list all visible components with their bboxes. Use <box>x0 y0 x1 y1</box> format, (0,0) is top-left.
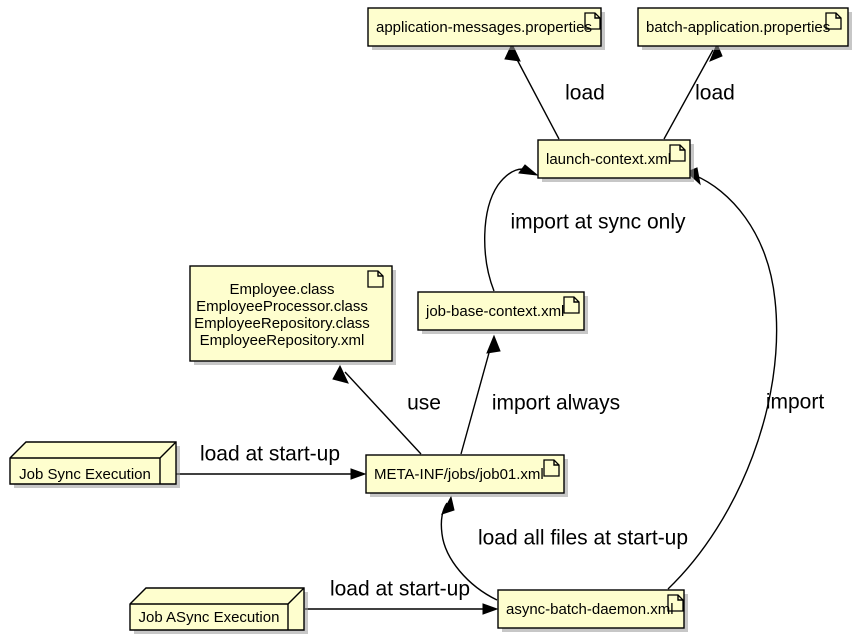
edge-line <box>344 371 422 455</box>
edge-launch-to-application-messages <box>504 42 560 140</box>
document-icon <box>543 459 560 477</box>
edge-job01-to-employee-classes <box>332 364 422 455</box>
edge-line <box>460 341 493 455</box>
node-label: async-batch-daemon.xml <box>506 601 674 618</box>
edge-label-layer: load load import at sync only use import… <box>200 82 824 601</box>
node-label-line-2: EmployeeProcessor.class <box>196 298 368 315</box>
node-async-batch-daemon[interactable]: async-batch-daemon.xml <box>497 589 688 632</box>
arrowhead-icon <box>504 42 521 62</box>
arrowhead-icon <box>518 164 539 176</box>
node3d-outline <box>9 441 177 485</box>
arrowhead-icon <box>350 468 367 480</box>
document-icon-fold <box>573 297 579 303</box>
edge-label-import-at-sync-only: import at sync only <box>510 211 686 234</box>
edge-label-load-at-start-up-async: load at start-up <box>330 578 470 601</box>
artifact-body <box>189 265 393 362</box>
edge-label-load-all-files-at-start-up: load all files at start-up <box>478 527 688 550</box>
document-icon <box>669 144 686 162</box>
edge-job-async-to-async-daemon <box>305 603 499 615</box>
edge-async-daemon-to-job01 <box>440 495 498 601</box>
node-label-line-1: Employee.class <box>229 281 334 298</box>
arrowhead-icon <box>440 495 455 515</box>
edge-label-import-always: import always <box>492 392 620 415</box>
node-meta-inf-job01[interactable]: META-INF/jobs/job01.xml <box>365 454 568 497</box>
artifact-body <box>365 454 565 494</box>
edge-job01-to-job-base <box>460 334 501 455</box>
node-launch-context[interactable]: launch-context.xml <box>537 139 694 182</box>
node-label: Job ASync Execution <box>139 609 280 626</box>
node-employee-classes[interactable]: Employee.class EmployeeProcessor.class E… <box>189 265 396 365</box>
edge-label-load-application-messages: load <box>565 82 605 105</box>
artifact-body <box>497 589 685 629</box>
node-label: META-INF/jobs/job01.xml <box>374 466 544 483</box>
arrowhead-icon <box>486 334 501 354</box>
arrowhead-icon <box>482 603 499 615</box>
node3d-outline <box>129 587 305 631</box>
document-icon <box>825 12 842 30</box>
document-icon-fold <box>679 145 685 151</box>
edge-line <box>511 49 560 140</box>
artifact-body <box>537 139 691 179</box>
node-label: Job Sync Execution <box>19 466 151 483</box>
edge-label-import: import <box>766 391 825 414</box>
node-label-line-3: EmployeeRepository.class <box>194 315 370 332</box>
document-icon <box>367 270 384 288</box>
document-icon-fold <box>835 13 841 19</box>
node-job-base-context[interactable]: job-base-context.xml <box>417 291 588 334</box>
artifact-body <box>367 7 602 47</box>
node-application-messages[interactable]: application-messages.properties <box>367 7 605 50</box>
node-label: batch-application.properties <box>646 19 830 36</box>
edge-job-sync-to-job01 <box>176 468 367 480</box>
document-icon-fold <box>677 595 683 601</box>
artifact-body <box>417 291 585 331</box>
arrowhead-icon <box>332 364 349 384</box>
edge-line <box>484 168 532 292</box>
edge-line <box>667 174 778 590</box>
document-icon <box>563 296 580 314</box>
document-icon-fold <box>594 13 600 19</box>
edge-label-load-at-start-up-sync: load at start-up <box>200 443 340 466</box>
node-label: job-base-context.xml <box>425 303 564 320</box>
node-label-line-4: EmployeeRepository.xml <box>200 332 365 349</box>
document-icon <box>584 12 601 30</box>
document-icon-fold <box>377 271 383 277</box>
edge-label-load-batch-application: load <box>695 82 735 105</box>
artifact-body <box>637 7 849 47</box>
document-icon-fold <box>553 460 559 466</box>
edge-line <box>663 49 714 140</box>
node-job-sync-execution[interactable]: Job Sync Execution <box>9 441 180 488</box>
edge-label-use: use <box>407 392 441 415</box>
edge-job-base-to-launch <box>484 164 539 292</box>
node-label: launch-context.xml <box>546 151 671 168</box>
node-batch-application[interactable]: batch-application.properties <box>637 7 852 50</box>
document-icon <box>667 594 684 612</box>
node-job-async-execution[interactable]: Job ASync Execution <box>129 587 308 634</box>
node-label: application-messages.properties <box>376 19 592 36</box>
